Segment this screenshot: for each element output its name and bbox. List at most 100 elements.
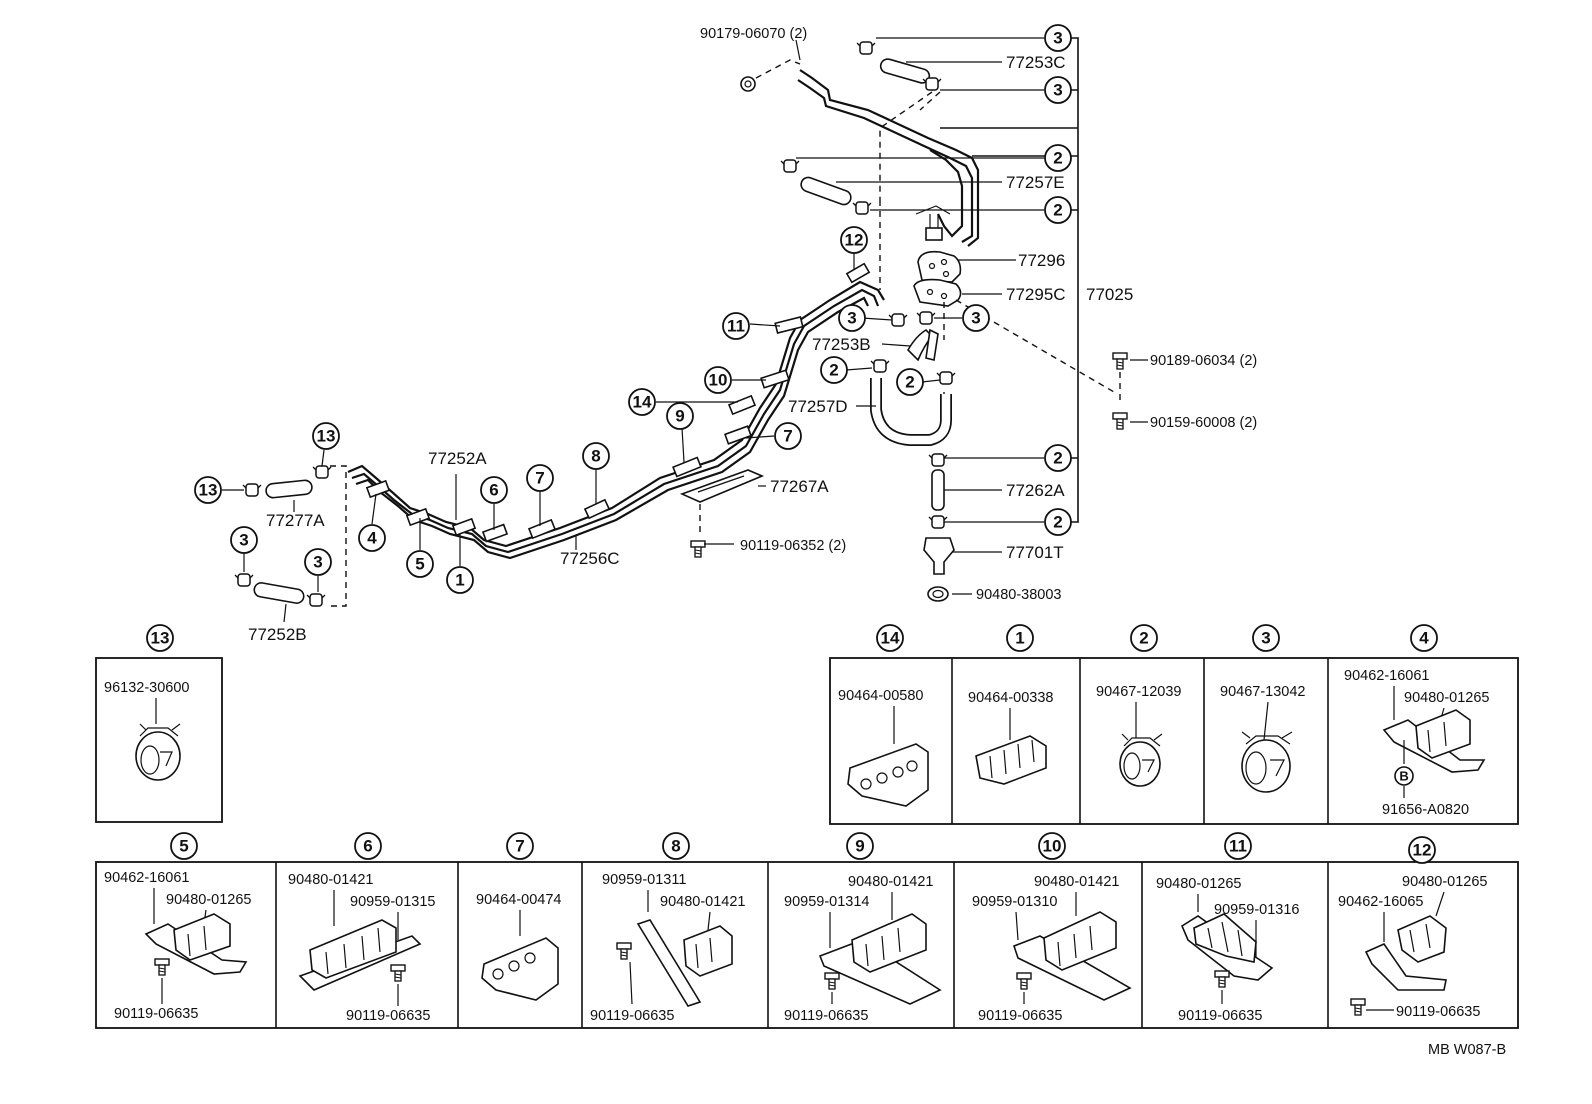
label-77701t: 77701T xyxy=(1006,543,1064,562)
box-callout-9: 9 xyxy=(855,837,864,856)
detail-box-5: 5 90462-16061 90480-01265 90119-06635 xyxy=(104,832,251,1022)
bolts-90189-90159 xyxy=(1112,352,1128,430)
callout-2: 2 xyxy=(1053,449,1062,468)
hose-77253b xyxy=(888,311,939,362)
box3-part-1: 90467-13042 xyxy=(1220,684,1305,700)
box13-part-1: 96132-30600 xyxy=(104,680,189,696)
callout-9: 9 xyxy=(675,407,684,426)
hose-77277a xyxy=(242,465,347,607)
box-callout-10: 10 xyxy=(1043,837,1062,856)
label-77296: 77296 xyxy=(1018,251,1065,270)
box6-part-2: 90959-01315 xyxy=(350,894,435,910)
hose-77252b xyxy=(234,573,326,607)
label-77267a: 77267A xyxy=(770,477,829,496)
callout-14: 14 xyxy=(633,393,652,412)
box5-part-3: 90119-06635 xyxy=(114,1006,198,1022)
detail-box-9: 9 90480-01421 90959-01314 90119-06635 xyxy=(784,832,942,1024)
box12-part-1: 90480-01265 xyxy=(1402,874,1487,890)
box10-part-1: 90480-01421 xyxy=(1034,874,1119,890)
callout-3: 3 xyxy=(1053,29,1062,48)
box4-part-1: 90462-16061 xyxy=(1344,668,1429,684)
box-callout-8: 8 xyxy=(671,837,680,856)
callout-3: 3 xyxy=(1053,81,1062,100)
detail-row1-dividers xyxy=(951,658,1329,824)
callout-8: 8 xyxy=(591,447,600,466)
hose-77257d xyxy=(870,359,956,446)
detail-row1-frame xyxy=(829,657,1519,825)
label-90119-06352: 90119-06352 (2) xyxy=(740,538,846,554)
callout-3: 3 xyxy=(847,309,856,328)
detail-box-2: 2 90467-12039 xyxy=(1096,624,1181,787)
box-callout-2: 2 xyxy=(1139,629,1148,648)
detail-box-7: 7 90464-00474 xyxy=(476,832,561,1001)
box-callout-1: 1 xyxy=(1015,629,1024,648)
label-90189: 90189-06034 (2) xyxy=(1150,353,1257,369)
box6-part-1: 90480-01421 xyxy=(288,872,373,888)
callout-12: 12 xyxy=(845,231,864,250)
callout-10: 10 xyxy=(709,371,728,390)
canister-77296 xyxy=(913,250,1115,430)
box11-part-1: 90480-01265 xyxy=(1156,876,1241,892)
detail-box-4: 4 90462-16061 90480-01265 B 91656-A0820 xyxy=(1344,624,1489,818)
detail-box-10: 10 90480-01421 90959-01310 90119-06635 xyxy=(972,832,1132,1024)
box7-part-1: 90464-00474 xyxy=(476,892,561,908)
pipe-clamps xyxy=(365,262,871,543)
box-callout-5: 5 xyxy=(179,837,188,856)
box11-part-2: 90959-01316 xyxy=(1214,902,1299,918)
callout-3: 3 xyxy=(313,553,322,572)
callout-3: 3 xyxy=(239,531,248,550)
box9-part-1: 90480-01421 xyxy=(848,874,933,890)
box5-part-2: 90480-01265 xyxy=(166,892,251,908)
box-callout-3: 3 xyxy=(1261,629,1270,648)
callout-3: 3 xyxy=(971,309,980,328)
box9-part-2: 90959-01314 xyxy=(784,894,869,910)
label-77256c: 77256C xyxy=(560,549,620,568)
detail-box-14: 14 90464-00580 xyxy=(838,624,929,807)
part-labels: 90179-06070 (2) 77253C 77257E 77296 7729… xyxy=(248,26,1257,644)
callout-13: 13 xyxy=(199,481,218,500)
box6-part-3: 90119-06635 xyxy=(346,1008,430,1024)
callout-4: 4 xyxy=(367,529,377,548)
detail-box-1: 1 90464-00338 xyxy=(968,624,1053,785)
box4-part-3: 91656-A0820 xyxy=(1382,802,1469,818)
label-90159: 90159-60008 (2) xyxy=(1150,415,1257,431)
label-90179: 90179-06070 (2) xyxy=(700,26,807,42)
box-callout-13: 13 xyxy=(151,629,170,648)
detail-box-13: 13 96132-30600 xyxy=(95,624,223,823)
detail-box-6: 6 90480-01421 90959-01315 90119-06635 xyxy=(288,832,435,1024)
label-77277a: 77277A xyxy=(266,511,325,530)
box9-part-3: 90119-06635 xyxy=(784,1008,868,1024)
callout-b: B xyxy=(1399,769,1408,784)
valve-assembly xyxy=(923,453,955,602)
diagram-code: MB W087-B xyxy=(1428,1042,1506,1058)
box1-part-1: 90464-00338 xyxy=(968,690,1053,706)
label-77257e: 77257E xyxy=(1006,173,1065,192)
callout-1: 1 xyxy=(455,571,464,590)
detail-box-8: 8 90959-01311 90480-01421 90119-06635 xyxy=(590,832,745,1024)
callout-2: 2 xyxy=(1053,513,1062,532)
label-77253c: 77253C xyxy=(1006,53,1066,72)
hose-77253c xyxy=(856,41,942,200)
box8-part-1: 90959-01311 xyxy=(602,872,686,888)
box10-part-3: 90119-06635 xyxy=(978,1008,1062,1024)
callout-7: 7 xyxy=(535,469,544,488)
bolt-90179 xyxy=(740,59,801,92)
label-77252a: 77252A xyxy=(428,449,487,468)
box8-part-3: 90119-06635 xyxy=(590,1008,674,1024)
bracket-77267a xyxy=(679,469,765,558)
detail-box-11: 11 90480-01265 90959-01316 90119-06635 xyxy=(1156,832,1299,1024)
hose-77257e xyxy=(780,159,881,290)
box8-part-2: 90480-01421 xyxy=(660,894,745,910)
box-callout-6: 6 xyxy=(363,837,372,856)
box-callout-14: 14 xyxy=(881,629,900,648)
callout-2: 2 xyxy=(829,361,838,380)
box-callout-11: 11 xyxy=(1229,837,1247,856)
label-77253b: 77253B xyxy=(812,335,871,354)
callout-6: 6 xyxy=(489,481,498,500)
callout-2: 2 xyxy=(1053,149,1062,168)
main-fuel-pipes xyxy=(347,280,885,560)
label-77025: 77025 xyxy=(1086,285,1133,304)
detail-box-12: 12 90480-01265 90462-16065 90119-06635 xyxy=(1338,836,1487,1020)
callout-11: 11 xyxy=(727,317,745,336)
